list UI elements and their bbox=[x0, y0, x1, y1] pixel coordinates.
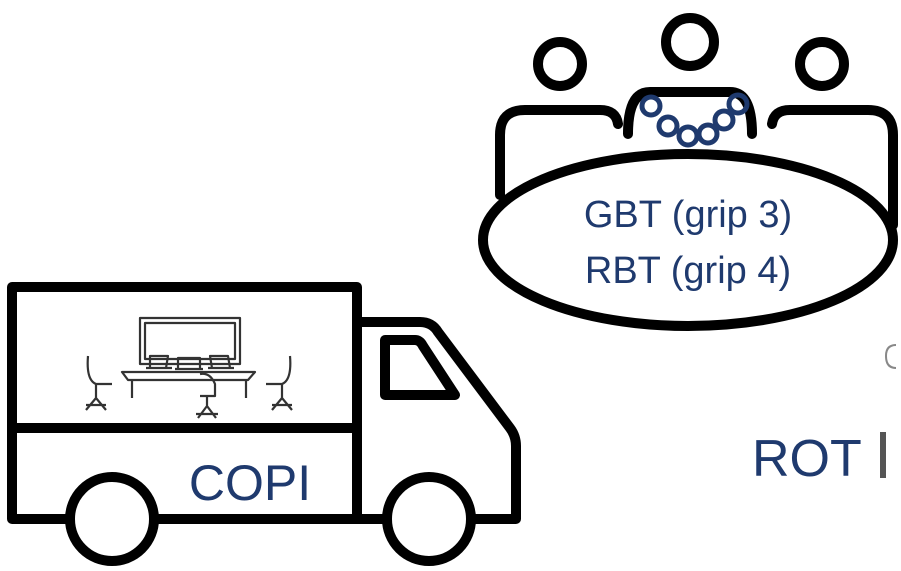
office-desk-icon bbox=[85, 316, 293, 419]
office-table bbox=[120, 370, 257, 382]
office-chair bbox=[196, 372, 218, 419]
office-chair bbox=[85, 355, 112, 411]
person-right-body bbox=[767, 105, 898, 230]
table-label-line1: GBT (grip 3) bbox=[584, 194, 792, 236]
chain-link bbox=[726, 92, 750, 116]
chain-link bbox=[696, 122, 720, 146]
truck-cargo-box bbox=[7, 282, 362, 524]
right-partial-icon bbox=[884, 344, 897, 369]
whiteboard bbox=[138, 316, 242, 366]
meeting-group bbox=[495, 13, 898, 230]
person-right-head bbox=[795, 37, 849, 91]
person-left-head bbox=[533, 37, 587, 91]
chain-link bbox=[656, 114, 680, 138]
person-center-head bbox=[661, 13, 719, 71]
right-label: ROT bbox=[752, 430, 862, 488]
chain-link bbox=[676, 124, 700, 148]
laptop bbox=[175, 356, 203, 371]
table-label-line2: RBT (grip 4) bbox=[585, 250, 791, 292]
laptop bbox=[208, 354, 234, 370]
truck-wheels bbox=[65, 472, 476, 566]
truck-wheel-front bbox=[382, 472, 476, 566]
truck-cab-window bbox=[380, 335, 460, 400]
office-chair bbox=[266, 355, 293, 411]
truck-label: COPI bbox=[189, 455, 311, 511]
person-left-body bbox=[495, 105, 623, 200]
chain-link bbox=[639, 94, 663, 118]
chain-link bbox=[712, 108, 736, 132]
whiteboard-inner bbox=[143, 321, 237, 361]
meeting-table bbox=[478, 149, 898, 331]
right-label-cutoff bbox=[880, 432, 886, 478]
truck-wheel-rear bbox=[65, 472, 159, 566]
laptop bbox=[146, 354, 172, 370]
truck-cab bbox=[352, 317, 521, 524]
chain-links-icon bbox=[639, 92, 750, 148]
person-center-body bbox=[623, 87, 757, 139]
